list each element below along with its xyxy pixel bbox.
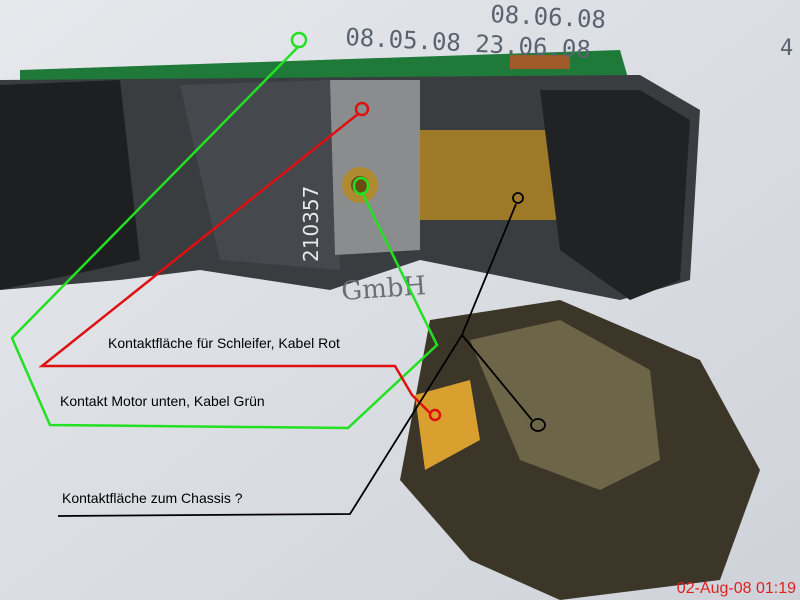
black-annotation-label: Kontaktfläche zum Chassis ? bbox=[62, 490, 243, 506]
paper-date-line-0: 08.06.08 bbox=[490, 0, 607, 34]
timestamp: 02-Aug-08 01:19 bbox=[676, 580, 796, 597]
paper-edge-digit: 4 bbox=[780, 36, 793, 61]
company-print: GmbH bbox=[340, 271, 427, 307]
black-annotation bbox=[57, 192, 546, 517]
red-annotation bbox=[38, 101, 442, 422]
green-annotation bbox=[10, 31, 439, 430]
red-annotation-label: Kontaktfläche für Schleifer, Kabel Rot bbox=[108, 335, 340, 351]
code-print: 210357 bbox=[299, 186, 323, 262]
green-annotation-label: Kontakt Motor unten, Kabel Grün bbox=[60, 393, 265, 409]
